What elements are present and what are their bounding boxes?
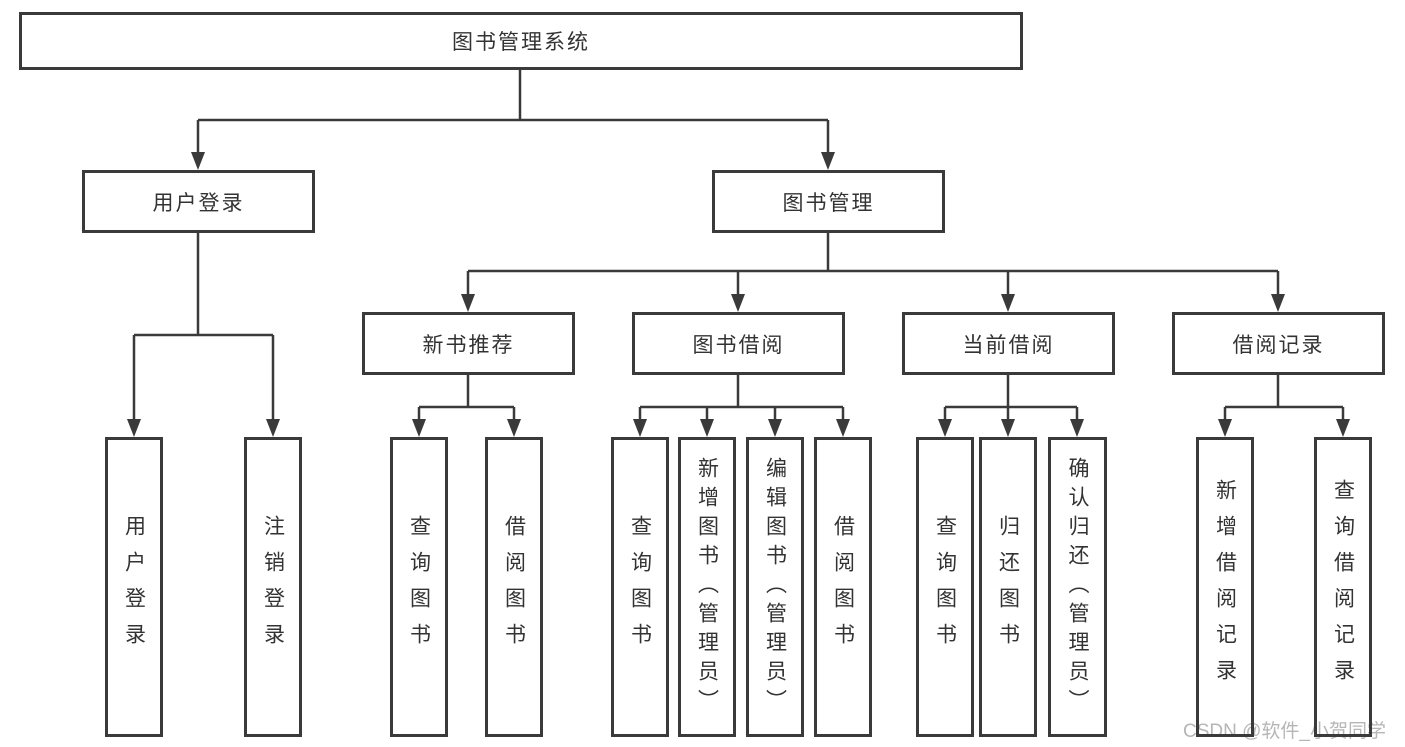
node-label: 新书推荐 bbox=[422, 333, 515, 357]
connector-current-to-leaves bbox=[943, 375, 1079, 421]
node-label: 查询图书 bbox=[933, 515, 957, 659]
arrowhead-icon bbox=[1070, 419, 1084, 437]
node-leaf-edit-books-admin: 编辑图书（管理员） bbox=[746, 437, 804, 737]
connector-recommend-to-leaves bbox=[417, 375, 516, 421]
arrowhead-icon bbox=[768, 419, 782, 437]
node-label: 图书管理 bbox=[782, 191, 875, 215]
node-borrowing-records: 借阅记录 bbox=[1172, 312, 1385, 375]
connector-management-to-level3 bbox=[466, 233, 1280, 296]
connector-root-to-level2 bbox=[196, 70, 830, 154]
arrowhead-icon bbox=[461, 294, 475, 312]
arrowhead-icon bbox=[266, 419, 280, 437]
node-label: 用户登录 bbox=[122, 515, 146, 659]
node-leaf-add-books-admin: 新增图书（管理员） bbox=[678, 437, 736, 737]
node-label: 新增图书（管理员） bbox=[695, 456, 719, 718]
node-library-management-system: 图书管理系统 bbox=[19, 12, 1023, 70]
arrowhead-icon bbox=[1001, 419, 1015, 437]
arrowhead-icon bbox=[836, 419, 850, 437]
node-current-borrowing: 当前借阅 bbox=[902, 312, 1115, 375]
node-label: 新增借阅记录 bbox=[1213, 479, 1237, 695]
arrowhead-icon bbox=[412, 419, 426, 437]
node-leaf-query-borrow-record: 查询借阅记录 bbox=[1314, 437, 1372, 737]
node-label: 借阅图书 bbox=[502, 515, 526, 659]
node-label: 查询图书 bbox=[628, 515, 652, 659]
node-leaf-user-login: 用户登录 bbox=[105, 437, 163, 737]
csdn-watermark: CSDN @软件_小贺同学 bbox=[1183, 721, 1386, 742]
node-label: 借阅图书 bbox=[831, 515, 855, 659]
arrowhead-icon bbox=[1336, 419, 1350, 437]
node-leaf-query-books-current: 查询图书 bbox=[916, 437, 974, 737]
node-label: 用户登录 bbox=[152, 191, 245, 215]
node-leaf-return-books: 归还图书 bbox=[979, 437, 1037, 737]
arrowhead-icon bbox=[507, 419, 521, 437]
arrowhead-icon bbox=[1271, 294, 1285, 312]
node-leaf-confirm-return-admin: 确认归还（管理员） bbox=[1048, 437, 1107, 737]
connector-login-to-leaves bbox=[132, 233, 275, 421]
arrowhead-icon bbox=[191, 152, 205, 170]
arrowhead-icon bbox=[938, 419, 952, 437]
node-label: 借阅记录 bbox=[1232, 333, 1325, 357]
arrowhead-icon bbox=[821, 152, 835, 170]
node-leaf-borrow-books-recommend: 借阅图书 bbox=[485, 437, 543, 737]
connector-borrowing-to-leaves bbox=[638, 375, 845, 421]
arrowhead-icon bbox=[731, 294, 745, 312]
node-label: 查询借阅记录 bbox=[1331, 479, 1355, 695]
node-leaf-query-books-recommend: 查询图书 bbox=[390, 437, 448, 737]
node-label: 查询图书 bbox=[407, 515, 431, 659]
node-book-borrowing: 图书借阅 bbox=[632, 312, 845, 375]
node-new-book-recommend: 新书推荐 bbox=[362, 312, 575, 375]
connector-records-to-leaves bbox=[1223, 375, 1345, 421]
node-book-management: 图书管理 bbox=[712, 170, 945, 233]
node-user-login: 用户登录 bbox=[82, 170, 315, 233]
node-label: 当前借阅 bbox=[962, 333, 1055, 357]
node-label: 图书管理系统 bbox=[452, 31, 590, 54]
arrowhead-icon bbox=[1001, 294, 1015, 312]
node-leaf-query-books-borrowing: 查询图书 bbox=[611, 437, 669, 737]
arrowhead-icon bbox=[633, 419, 647, 437]
node-label: 图书借阅 bbox=[692, 333, 785, 357]
node-label: 确认归还（管理员） bbox=[1066, 456, 1089, 718]
arrowhead-icon bbox=[700, 419, 714, 437]
arrowhead-icon bbox=[127, 419, 141, 437]
node-leaf-logout: 注销登录 bbox=[244, 437, 302, 737]
node-leaf-borrow-books: 借阅图书 bbox=[814, 437, 872, 737]
node-label: 归还图书 bbox=[996, 515, 1020, 659]
node-leaf-add-borrow-record: 新增借阅记录 bbox=[1196, 437, 1254, 737]
node-label: 编辑图书（管理员） bbox=[763, 456, 787, 718]
node-label: 注销登录 bbox=[261, 515, 285, 659]
arrowhead-icon bbox=[1218, 419, 1232, 437]
arrowheads bbox=[127, 152, 1350, 437]
